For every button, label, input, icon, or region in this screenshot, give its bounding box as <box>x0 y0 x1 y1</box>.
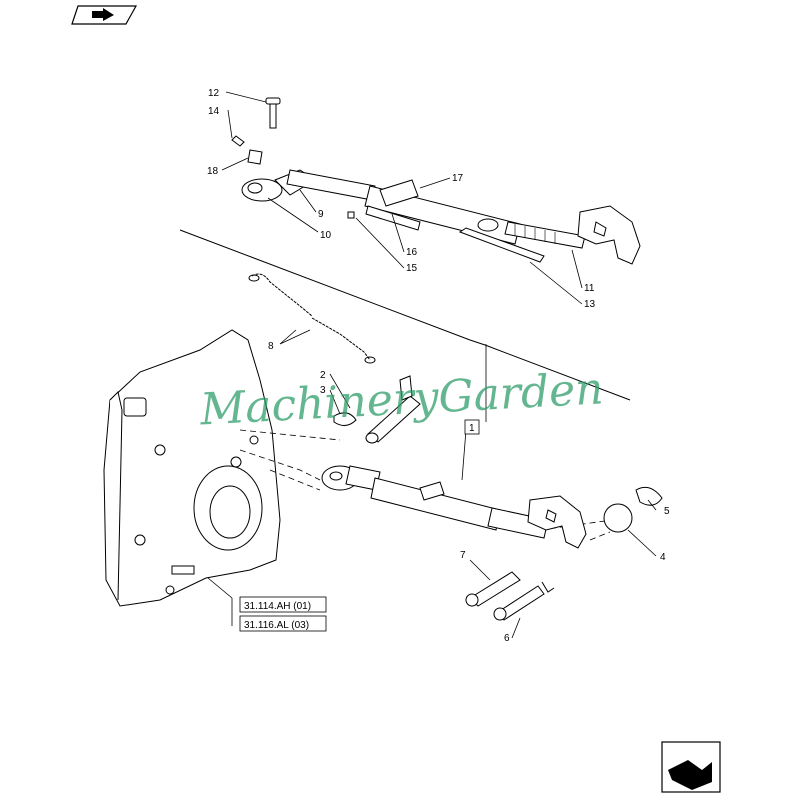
callout-14: 14 <box>208 106 220 117</box>
callout-13: 13 <box>584 299 596 310</box>
callout-17: 17 <box>452 173 464 184</box>
rear-housing <box>103 329 281 607</box>
callout-6: 6 <box>504 633 510 644</box>
upper-top-link <box>231 97 641 265</box>
reference-box-2[interactable] <box>239 615 327 632</box>
callout-7: 7 <box>460 550 466 561</box>
callout-1-box <box>464 419 480 435</box>
divider-line-3 <box>469 339 486 346</box>
lower-pins <box>465 571 555 621</box>
callout-15: 15 <box>406 263 418 274</box>
connecting-pin <box>333 375 421 444</box>
reference-box-1[interactable] <box>239 596 327 613</box>
reference-1[interactable]: 31.114.AH (01) <box>244 601 311 612</box>
check-chains <box>248 273 376 364</box>
callout-10: 10 <box>320 230 332 241</box>
top-nav-icon[interactable] <box>71 5 138 25</box>
callout-8: 8 <box>268 341 274 352</box>
callout-12: 12 <box>208 88 220 99</box>
watermark: MachineryGarden <box>198 363 605 435</box>
ball-joint <box>603 486 663 533</box>
callout-11: 11 <box>584 283 595 294</box>
callout-2: 2 <box>320 370 326 381</box>
callout-18: 18 <box>207 166 219 177</box>
callouts: 12 14 18 9 10 17 16 15 11 13 8 2 3 1 5 4… <box>207 88 670 644</box>
reference-boxes: 31.114.AH (01) 31.116.AL (03) <box>239 596 327 632</box>
reference-2[interactable]: 31.116.AL (03) <box>244 620 309 631</box>
callout-9: 9 <box>318 209 324 220</box>
bottom-nav-icon[interactable] <box>661 741 721 793</box>
divider-line-2 <box>484 344 631 401</box>
leader-lines <box>207 91 657 639</box>
callout-4: 4 <box>660 552 666 563</box>
callout-16: 16 <box>406 247 418 258</box>
callout-3: 3 <box>320 385 326 396</box>
callout-1: 1 <box>469 423 475 434</box>
divider-line <box>179 229 471 341</box>
lower-top-link <box>321 465 587 549</box>
callout-5: 5 <box>664 506 670 517</box>
